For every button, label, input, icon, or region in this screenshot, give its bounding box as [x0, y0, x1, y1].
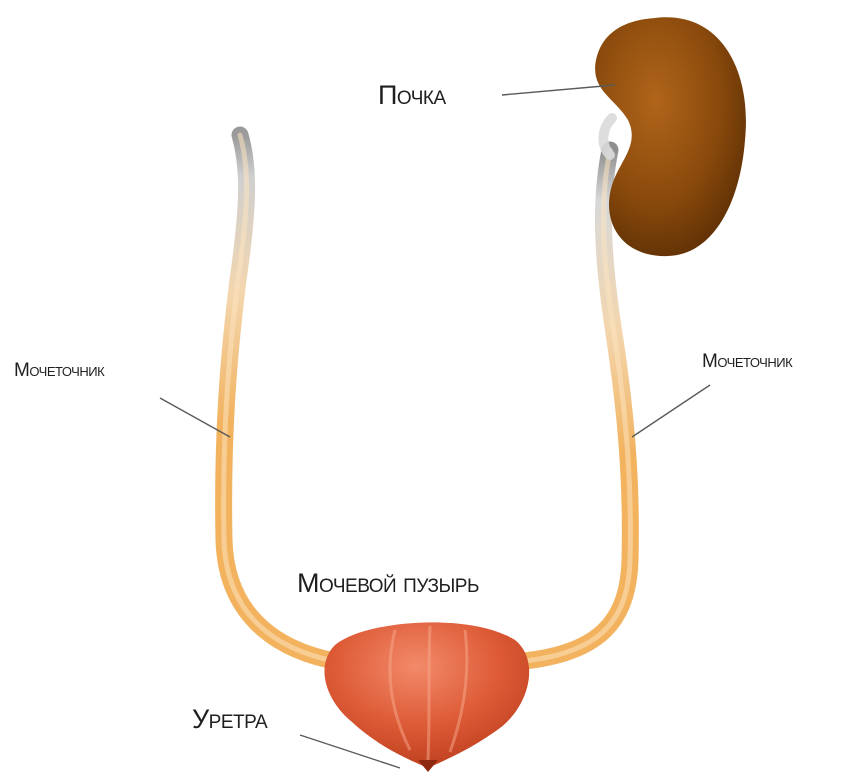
leader-kidney	[502, 85, 615, 95]
leader-ureter-right	[632, 385, 710, 437]
bladder-ridge-2	[428, 626, 430, 760]
label-bladder: Мочевой пузырь	[297, 568, 479, 598]
label-urethra: Уретра	[192, 704, 268, 734]
kidney-shape	[595, 17, 746, 256]
label-kidney: Почка	[378, 80, 446, 110]
ureter-right-highlight	[515, 150, 630, 662]
kidney-hilum	[603, 118, 612, 155]
urethra-tip	[418, 760, 438, 772]
bladder-shape	[324, 622, 529, 768]
ureter-right	[515, 150, 630, 662]
label-ureter-left: Мочеточник	[14, 360, 105, 381]
label-ureter-right: Мочеточник	[702, 351, 793, 372]
